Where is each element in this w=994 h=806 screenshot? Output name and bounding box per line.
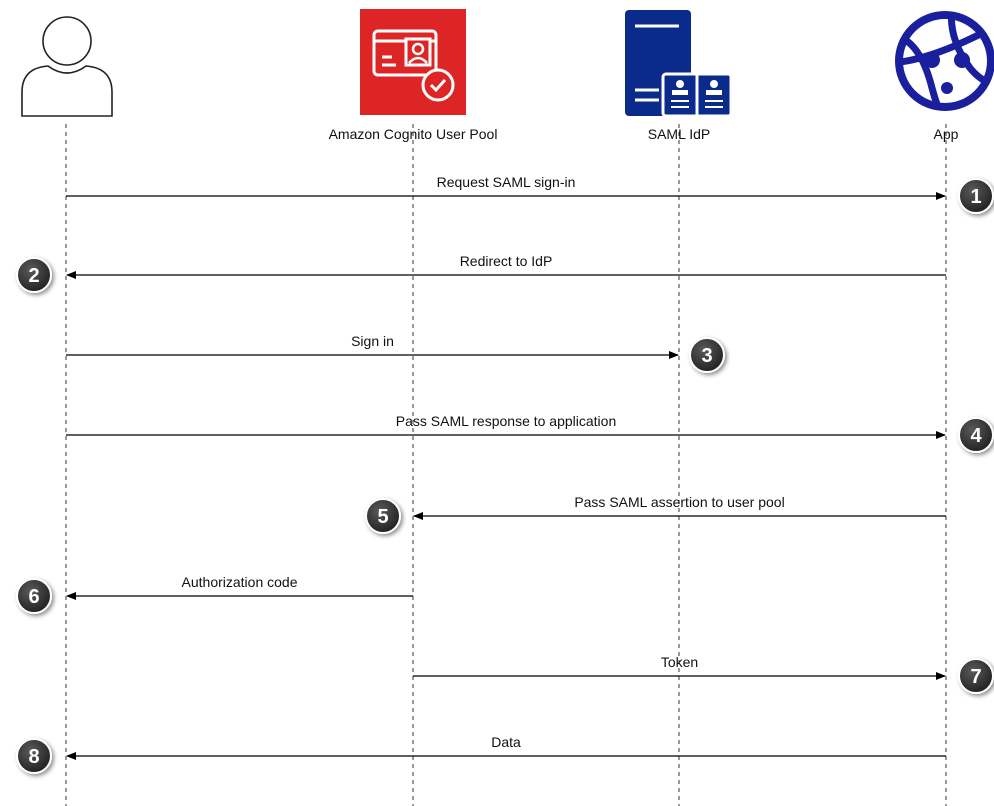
cognito-user-pool-icon — [360, 9, 466, 115]
message-label-6: Authorization code — [181, 574, 298, 590]
step-badge-1: 1 — [958, 178, 994, 214]
step-badge-3: 3 — [689, 337, 725, 373]
step-badge-5: 5 — [365, 498, 401, 534]
step-number-7: 7 — [970, 666, 981, 688]
step-badge-7: 7 — [958, 658, 994, 694]
message-label-3: Sign in — [351, 333, 394, 349]
step-number-5: 5 — [377, 506, 388, 528]
message-label-8: Data — [491, 734, 521, 750]
message-label-7: Token — [660, 654, 699, 670]
step-badge-8: 8 — [16, 738, 52, 774]
message-label-5: Pass SAML assertion to user pool — [574, 494, 785, 510]
step-number-8: 8 — [28, 746, 39, 768]
step-number-1: 1 — [970, 186, 981, 208]
step-badge-4: 4 — [958, 417, 994, 453]
step-number-2: 2 — [28, 265, 39, 287]
participant-label-idp: SAML IdP — [647, 126, 711, 142]
participant-label-app: App — [933, 126, 959, 142]
message-label-4: Pass SAML response to application — [395, 413, 617, 429]
participant-label-cognito: Amazon Cognito User Pool — [328, 126, 498, 142]
step-badge-6: 6 — [16, 578, 52, 614]
user-icon — [18, 10, 116, 118]
step-badge-2: 2 — [16, 257, 52, 293]
step-number-3: 3 — [701, 345, 712, 367]
step-number-4: 4 — [970, 425, 982, 447]
step-number-6: 6 — [28, 586, 39, 608]
message-label-1: Request SAML sign-in — [436, 174, 576, 190]
saml-idp-directory-icon — [623, 10, 735, 120]
app-globe-icon — [892, 8, 994, 114]
message-label-2: Redirect to IdP — [459, 253, 553, 269]
